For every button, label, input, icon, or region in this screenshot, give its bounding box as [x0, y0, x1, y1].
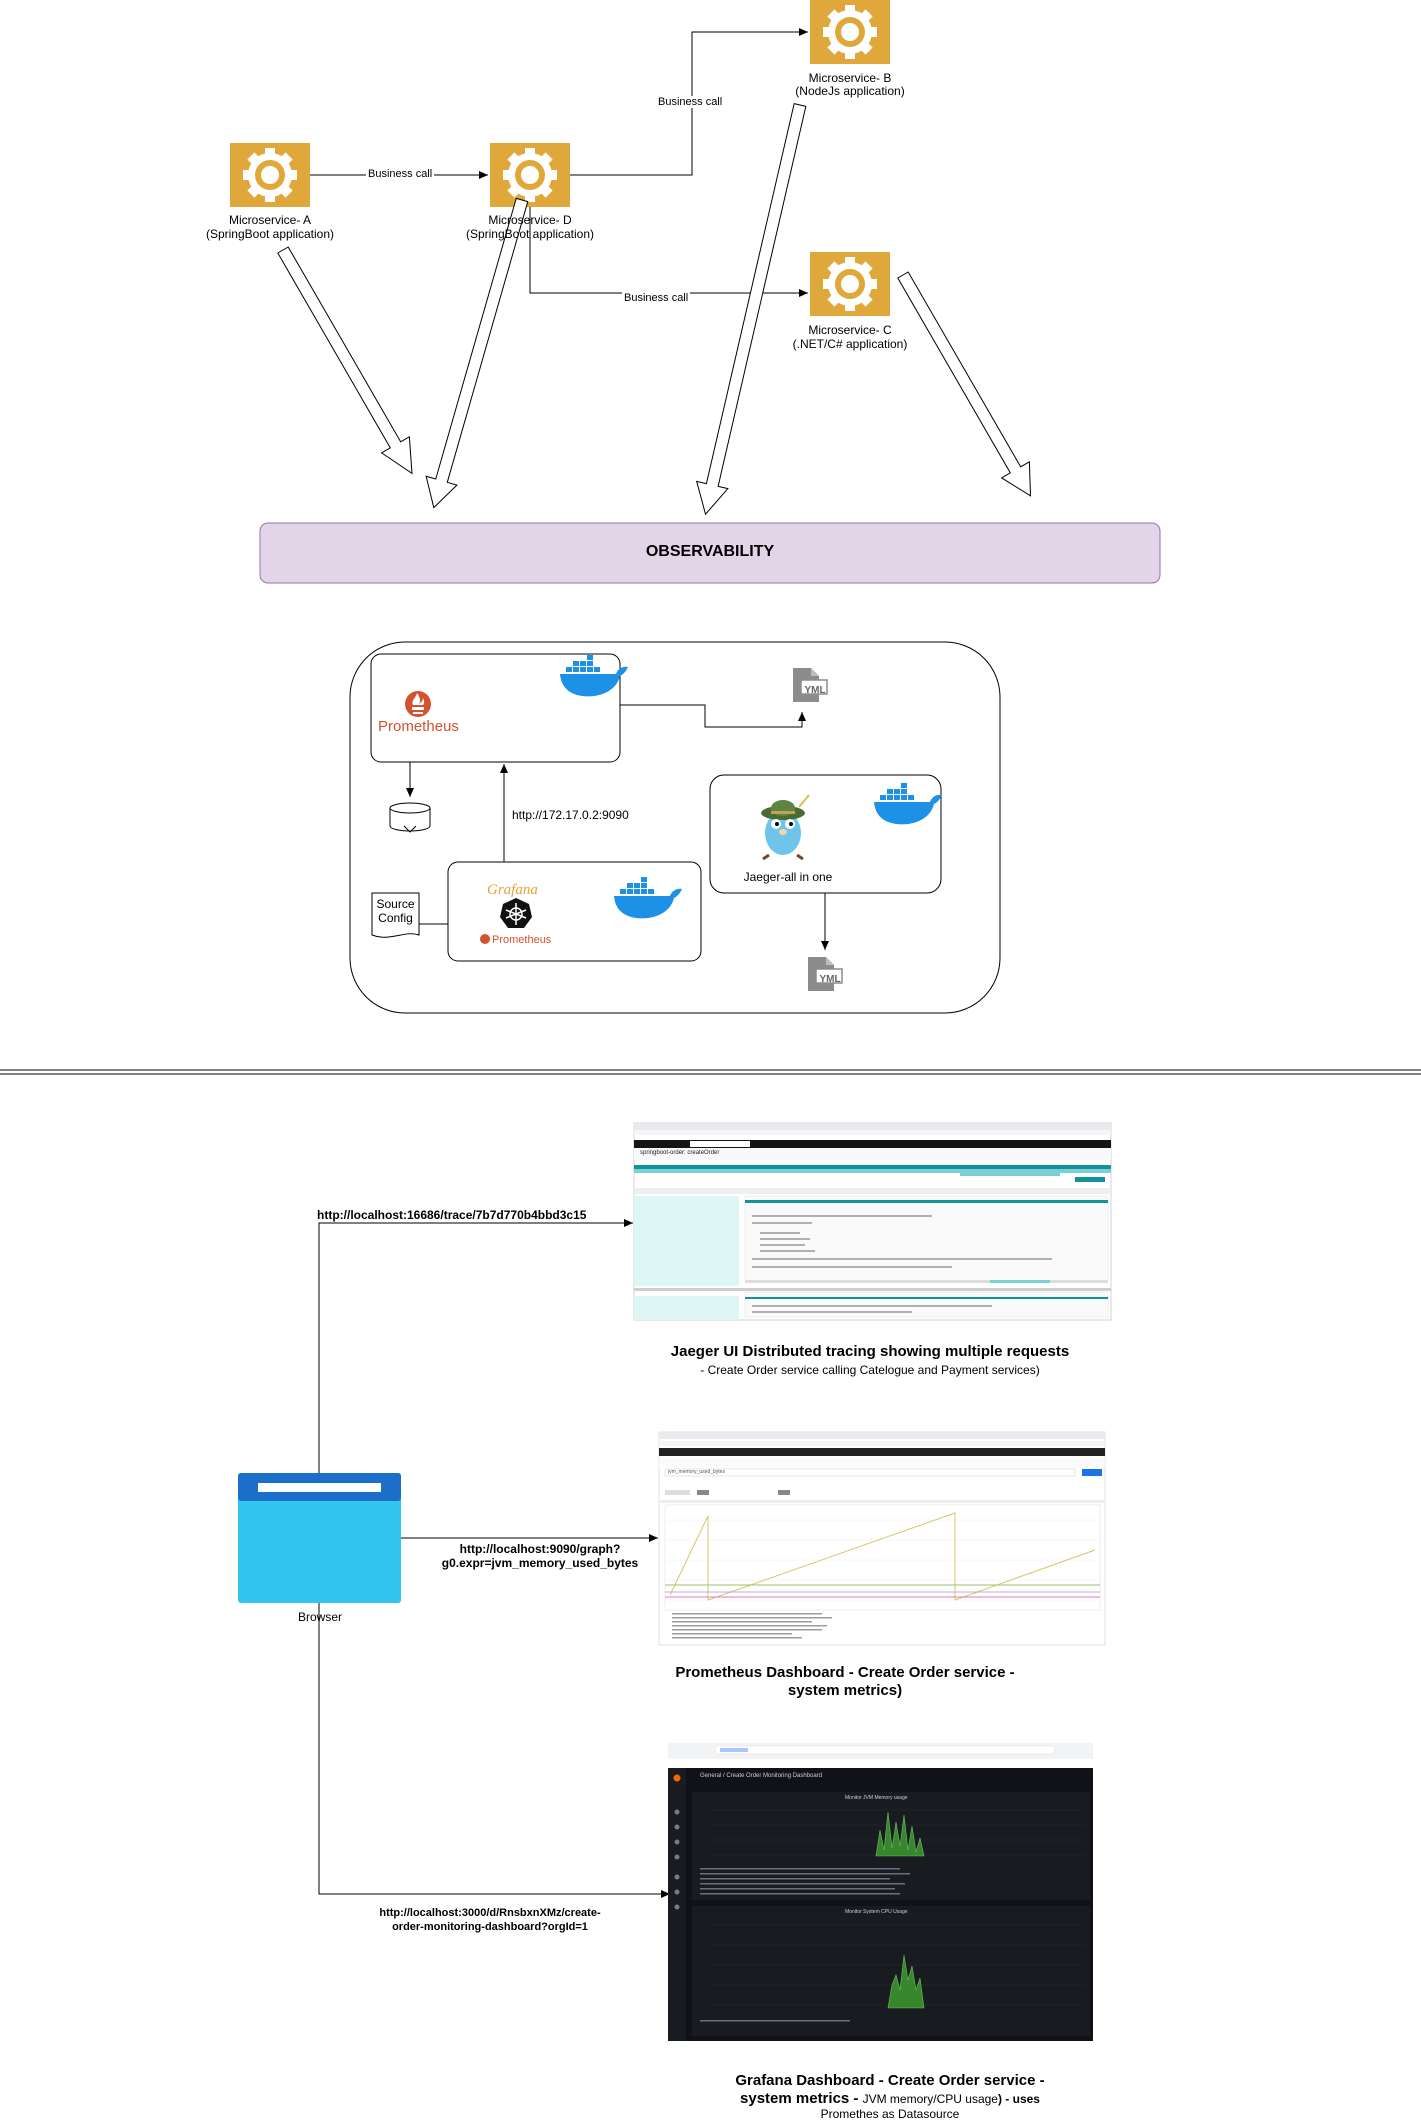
- browser-label: Browser: [297, 1610, 342, 1624]
- grafana-caption-norm: JVM memory/CPU usage: [862, 2092, 998, 2106]
- microservice-b-tech: (NodeJs application): [795, 84, 905, 98]
- hollow-arrow-c-to-observability: [897, 271, 1032, 497]
- prometheus-yml-label: YML: [804, 685, 826, 696]
- prometheus-ui-screenshot: [658, 1431, 1106, 1646]
- grafana-url-line2[interactable]: order-monitoring-dashboard?orgId=1: [392, 1921, 588, 1933]
- prometheus-url-line2[interactable]: g0.expr=jvm_memory_used_bytes: [441, 1556, 639, 1570]
- microservice-c-gear-icon: [810, 252, 890, 316]
- observability-box: [259, 522, 1161, 584]
- grafana-ui-screenshot: [668, 1743, 1093, 2041]
- microservice-c-tech: (.NET/C# application): [792, 337, 908, 351]
- hollow-arrow-d-feedback: [455, 504, 465, 507]
- edge-prometheus-to-yml: [620, 704, 806, 728]
- microservice-a-name: Microservice- A: [228, 213, 311, 227]
- grafana-screenshot-panel2: Monitor System CPU Usage: [845, 1909, 908, 1915]
- grafana-screenshot-breadcrumb: General / Create Order Monitoring Dashbo…: [700, 1773, 823, 1779]
- jaeger-label: Jaeger-all in one: [743, 870, 833, 884]
- edge-label-a-to-d: Business call: [366, 168, 435, 180]
- jaeger-gopher-icon: [761, 794, 810, 861]
- prometheus-container: [370, 653, 621, 763]
- edge-browser-to-grafana: [318, 1603, 670, 1898]
- grafana-screenshot-panel1: Monitor JVM Memory usage: [845, 1795, 908, 1801]
- hollow-arrow-d-to-observability: [425, 197, 529, 509]
- prometheus-caption: Prometheus Dashboard - Create Order serv…: [620, 1664, 1070, 1700]
- prometheus-url-label: http://172.17.0.2:9090: [512, 808, 629, 822]
- microservice-d-tech: (SpringBoot application): [465, 227, 595, 241]
- microservice-a-tech: (SpringBoot application): [205, 227, 335, 241]
- grafana-prometheus-logo-icon: [480, 934, 490, 944]
- jaeger-caption-line1: Jaeger UI Distributed tracing showing mu…: [670, 1343, 1070, 1360]
- hollow-arrow-b-to-observability: [695, 103, 807, 516]
- grafana-caption-sep: -: [849, 2090, 863, 2107]
- grafana-caption-line1: Grafana Dashboard - Create Order service…: [735, 2072, 1045, 2089]
- jaeger-yml-label: YML: [819, 974, 841, 985]
- kubernetes-icon: [500, 898, 532, 928]
- microservice-d-name: Microservice- D: [488, 213, 572, 227]
- jaeger-caption-line2: - Create Order service calling Catelogue…: [700, 1363, 1040, 1377]
- microservice-b-gear-icon: [810, 0, 890, 64]
- microservice-c-name: Microservice- C: [808, 323, 892, 337]
- source-config-label-line1: Source: [376, 897, 415, 911]
- prometheus-caption-line2: system metrics): [787, 1682, 903, 1699]
- prometheus-url-line1[interactable]: http://localhost:9090/graph?: [459, 1542, 621, 1556]
- jaeger-screenshot-title: springboot-order: createOrder: [640, 1150, 720, 1156]
- grafana-caption-line3: Promethes as Datasource: [820, 2107, 960, 2121]
- grafana-caption-line2: system metrics - JVM memory/CPU usage) -…: [680, 2090, 1100, 2108]
- grafana-logo-text: Grafana: [487, 882, 538, 898]
- jaeger-ui-screenshot: [633, 1122, 1112, 1321]
- edge-d-to-c: [529, 207, 808, 297]
- source-config-label-line2: Config: [378, 911, 413, 925]
- hollow-arrow-a-to-observability: [277, 246, 413, 475]
- microservice-a-gear-icon: [230, 143, 310, 207]
- jaeger-caption: Jaeger UI Distributed tracing showing mu…: [620, 1343, 1120, 1379]
- jaeger-url[interactable]: http://localhost:16686/trace/7b7d770b4bb…: [317, 1208, 587, 1222]
- storage-arrow-icon: [403, 825, 417, 833]
- observability-label: OBSERVABILITY: [645, 543, 775, 560]
- prometheus-screenshot-query: jvm_memory_used_bytes: [668, 1469, 725, 1475]
- edge-label-d-to-b: Business call: [656, 96, 725, 108]
- prometheus-logo-icon: [405, 691, 431, 717]
- microservice-d-gear-icon: [490, 143, 570, 207]
- grafana-caption: Grafana Dashboard - Create Order service…: [680, 2072, 1100, 2121]
- prometheus-logo-text: Prometheus: [378, 718, 459, 735]
- grafana-caption-end: ) - uses: [997, 2092, 1040, 2106]
- browser-icon: [238, 1473, 401, 1603]
- prometheus-caption-line1: Prometheus Dashboard - Create Order serv…: [675, 1664, 1015, 1681]
- grafana-prometheus-logo-text: Prometheus: [492, 934, 552, 946]
- storage-database-icon: [389, 802, 431, 832]
- source-config-document-icon: [371, 892, 420, 938]
- edge-label-d-to-c: Business call: [622, 292, 691, 304]
- edge-browser-to-jaeger: [318, 1219, 633, 1473]
- grafana-caption-bold: system metrics: [740, 2090, 850, 2107]
- microservice-b-name: Microservice- B: [808, 71, 892, 85]
- grafana-url-line1[interactable]: http://localhost:3000/d/RnsbxnXMz/create…: [379, 1907, 601, 1919]
